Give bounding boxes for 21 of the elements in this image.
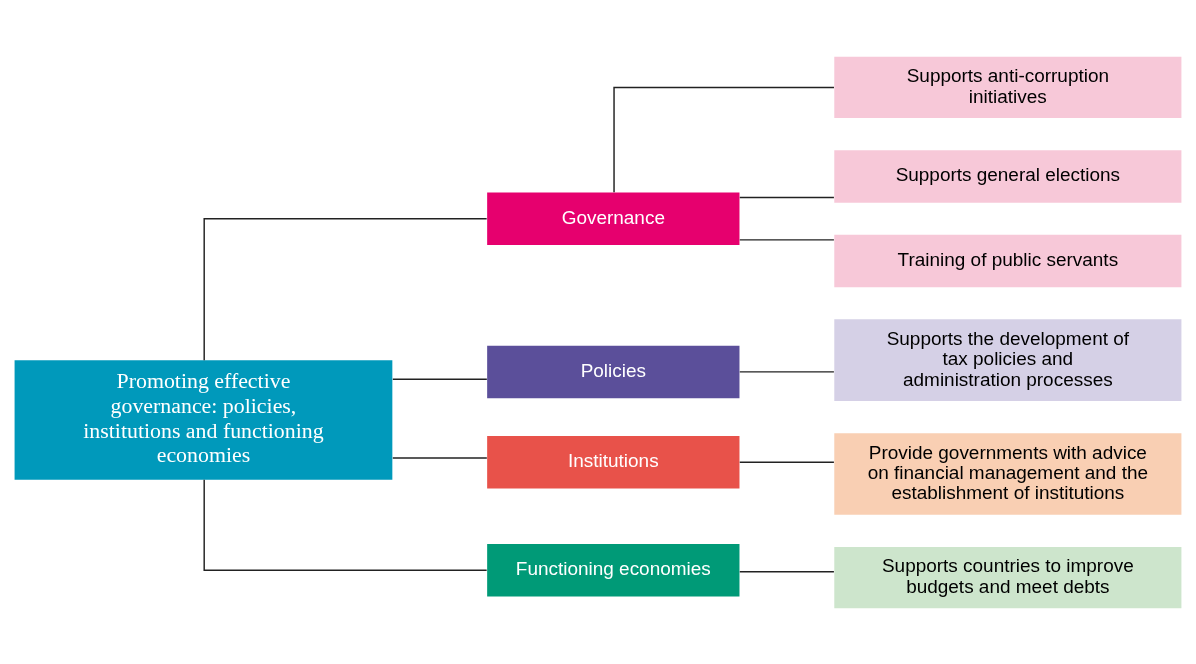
connector bbox=[392, 456, 488, 459]
connector bbox=[739, 238, 835, 241]
node-box: Promoting effective governance: policies, institutions and functioning economies bbox=[14, 359, 393, 480]
node-box: Supports the development of tax policies and administration processes bbox=[834, 318, 1182, 401]
connector bbox=[392, 377, 488, 380]
node-box: Provide governments with advice on financial management and the establishment of institutions bbox=[834, 432, 1182, 515]
connector bbox=[739, 370, 835, 373]
connector bbox=[613, 86, 835, 193]
connector bbox=[739, 461, 835, 463]
node-box: Institutions bbox=[487, 435, 740, 489]
node-box: Supports general elections bbox=[834, 149, 1182, 203]
node-box: Supports anti-corruption initiatives bbox=[834, 56, 1182, 118]
connector bbox=[739, 196, 835, 198]
node-box: Policies bbox=[487, 345, 740, 398]
node-box: Governance bbox=[487, 192, 740, 245]
node-box: Training of public servants bbox=[834, 234, 1182, 287]
node-box: Supports countries to improve budgets and meet debts bbox=[834, 546, 1182, 608]
connector bbox=[203, 478, 488, 571]
connector bbox=[203, 217, 488, 361]
connector bbox=[739, 570, 835, 572]
node-box: Functioning economies bbox=[487, 543, 740, 596]
